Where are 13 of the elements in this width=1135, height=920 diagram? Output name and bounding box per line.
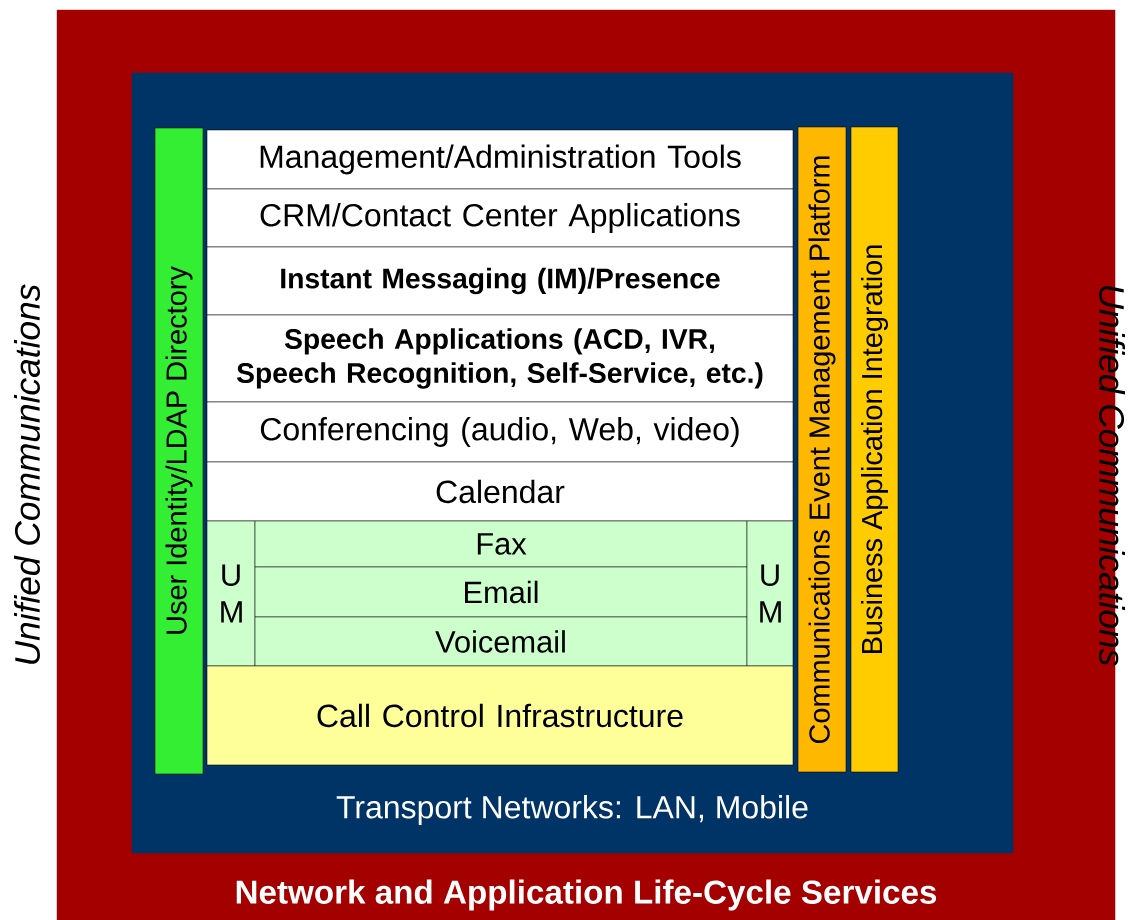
layer-box: Calendar <box>206 461 794 522</box>
integration-bar: Business Application Integration <box>850 126 899 773</box>
directory-bar: User Identity/LDAP Directory <box>154 127 204 775</box>
layer-box: Instant Messaging (IM)/Presence <box>206 246 794 316</box>
um-box: U M <box>206 520 256 667</box>
layer-box: Speech Applications (ACD, IVR, Speech Recognition, Self-Service, etc.) <box>206 314 794 403</box>
layer-box: CRM/Contact Center Applications <box>206 188 794 248</box>
um-box: U M <box>746 520 794 667</box>
layer-box: Management/Administration Tools <box>206 129 794 190</box>
platform-bar: Communications Event Management Platform <box>797 126 847 773</box>
layer-box: Conferencing (audio, Web, video) <box>206 401 794 463</box>
side-label: Unified Communications <box>14 284 40 664</box>
layer-box: Call Control Infrastructure <box>206 665 794 766</box>
